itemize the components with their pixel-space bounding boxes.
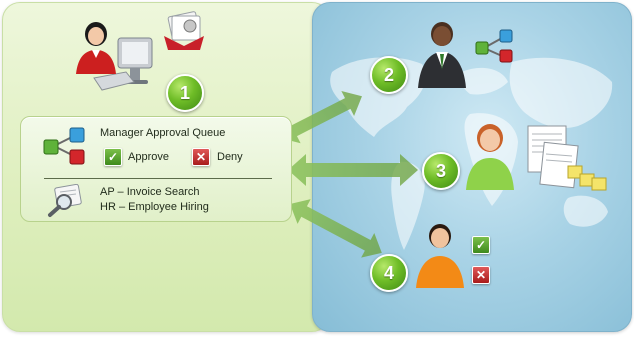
deny-cross-icon[interactable]: ✕ <box>192 148 210 166</box>
document-stack-icon <box>164 11 204 50</box>
forms-icon <box>527 125 607 191</box>
step-2-badge: 2 <box>370 56 408 94</box>
worker-icon <box>416 224 464 288</box>
approve-check-icon[interactable]: ✓ <box>104 148 122 166</box>
step-1-badge: 1 <box>166 74 204 112</box>
step-3-badge: 3 <box>422 152 460 190</box>
queue-title: Manager Approval Queue <box>100 127 226 139</box>
magnifier-document-icon <box>48 184 82 217</box>
workflow-blocks-icon <box>43 127 85 165</box>
approve-label[interactable]: Approve <box>128 151 169 163</box>
app-divider <box>44 178 272 179</box>
check-icon: ✓ <box>472 236 490 254</box>
invoice-search-link[interactable]: AP – Invoice Search <box>100 186 200 198</box>
step-4-badge: 4 <box>370 254 408 292</box>
manager-icon <box>418 22 466 88</box>
cross-icon: ✕ <box>472 266 490 284</box>
deny-label[interactable]: Deny <box>217 151 243 163</box>
employee-icon <box>466 124 514 190</box>
user-at-computer-icon <box>76 22 153 91</box>
employee-hiring-link[interactable]: HR – Employee Hiring <box>100 201 209 213</box>
workflow-blocks-icon-small <box>475 29 513 63</box>
